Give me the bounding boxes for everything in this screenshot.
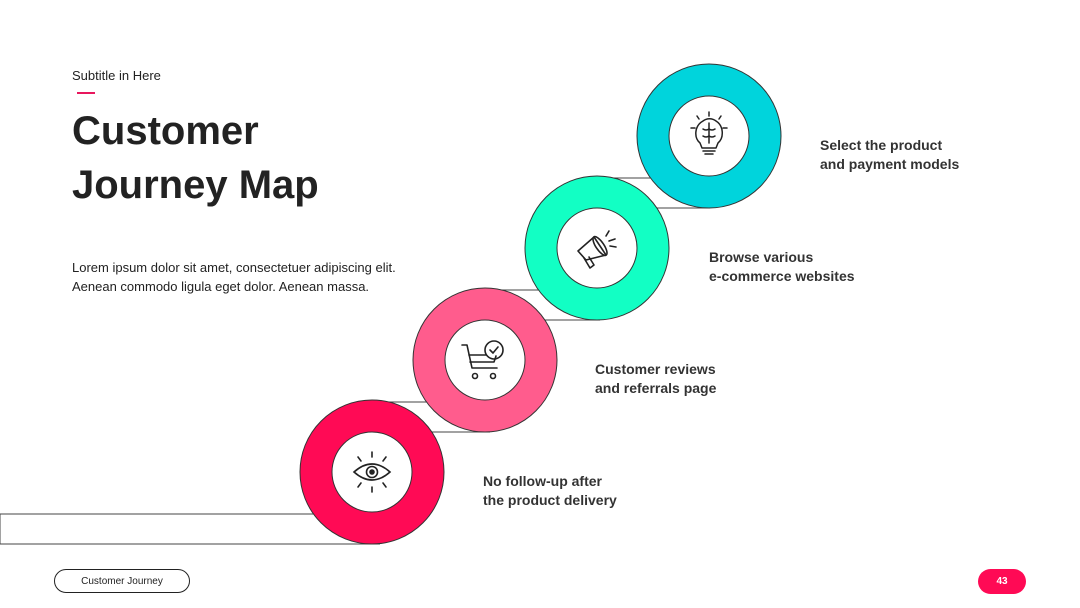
step-1-label: No follow-up after the product delivery — [483, 472, 683, 510]
step-2-label-line-1: Customer reviews — [595, 361, 716, 377]
footer-section-label: Customer Journey — [54, 569, 190, 593]
step-3-label-line-1: Browse various — [709, 249, 814, 265]
step-1-label-line-1: No follow-up after — [483, 473, 602, 489]
step-4 — [636, 63, 782, 209]
description-line-1: Lorem ipsum dolor sit amet, consectetuer… — [72, 260, 396, 275]
step-2 — [412, 287, 558, 433]
step-3-label: Browse various e-commerce websites — [709, 248, 909, 286]
page-title: Customer Journey Map — [72, 104, 319, 212]
step-1 — [299, 399, 445, 545]
step-1-label-line-2: the product delivery — [483, 492, 617, 508]
stair-line-base — [0, 513, 390, 545]
step-2-inner — [444, 319, 526, 401]
step-3-label-line-2: e-commerce websites — [709, 268, 855, 284]
step-4-label-line-1: Select the product — [820, 137, 943, 153]
accent-line — [77, 92, 95, 94]
step-3 — [524, 175, 670, 321]
shopping-cart-check-icon — [461, 340, 504, 380]
step-2-label-line-2: and referrals page — [595, 380, 717, 396]
page-title-line-2: Journey Map — [72, 163, 319, 207]
description-text: Lorem ipsum dolor sit amet, consectetuer… — [72, 258, 412, 296]
page-title-line-1: Customer — [72, 109, 259, 153]
page-number-badge: 43 — [978, 569, 1026, 594]
megaphone-icon — [577, 230, 617, 269]
step-4-label-line-2: and payment models — [820, 156, 960, 172]
lightbulb-brain-icon — [690, 111, 728, 155]
eye-icon — [352, 451, 392, 493]
step-2-label: Customer reviews and referrals page — [595, 360, 795, 398]
step-4-label: Select the product and payment models — [820, 136, 1020, 174]
subtitle: Subtitle in Here — [72, 68, 161, 83]
description-line-2: Aenean commodo ligula eget dolor. Aenean… — [72, 279, 370, 294]
